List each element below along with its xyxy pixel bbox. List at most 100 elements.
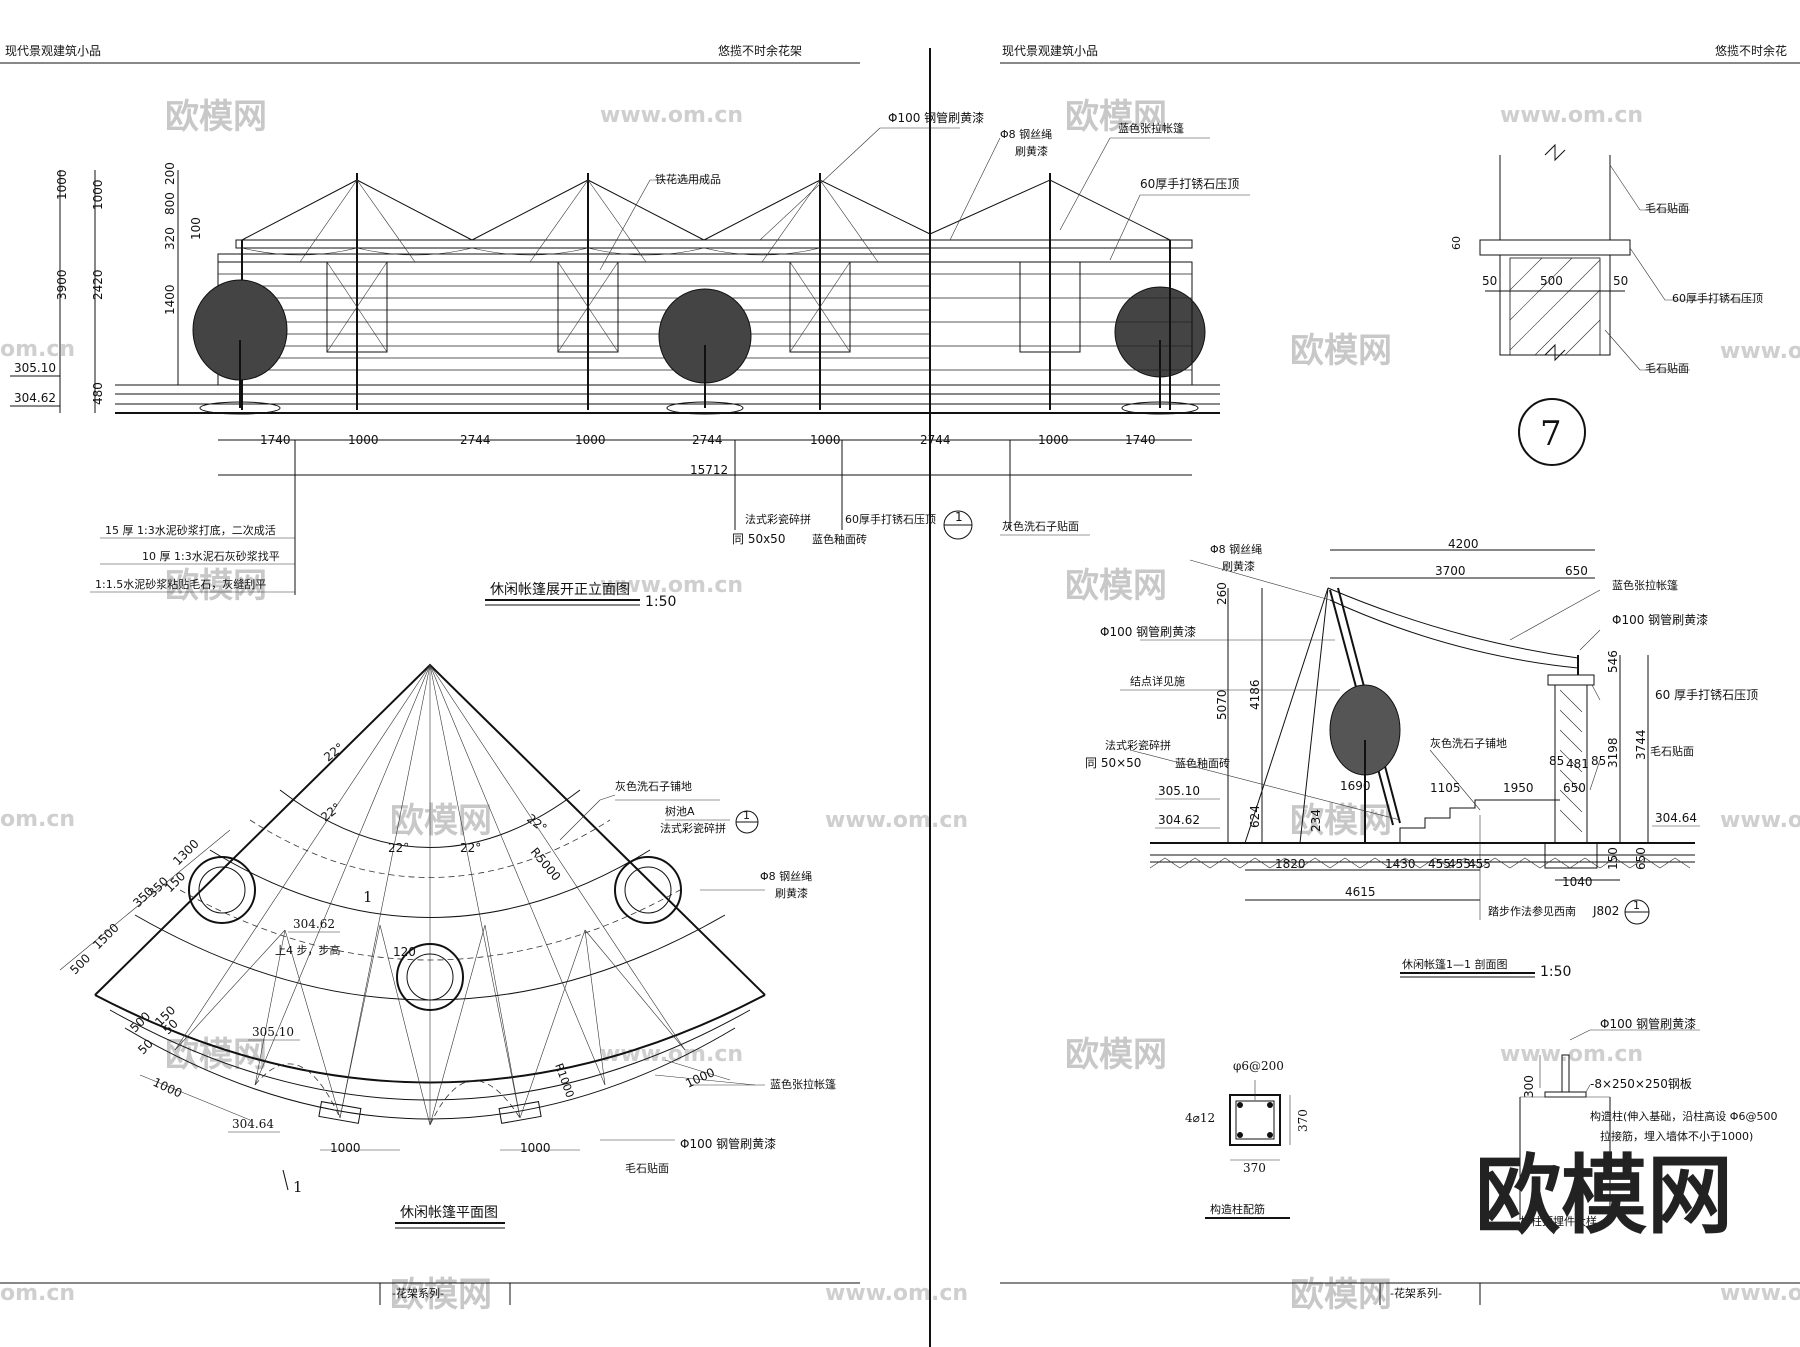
elevation-dimensions — [59, 170, 1192, 595]
dim-2420: 2420 — [91, 269, 105, 300]
plan-label-tile: 法式彩瓷碎拼 — [660, 821, 726, 835]
plan-dim-1300: 1300 — [170, 837, 201, 868]
section-dim-624: 624 — [1248, 805, 1262, 828]
column-dim-370v: 370 — [1296, 1109, 1310, 1132]
plan-drawing — [59, 663, 766, 1151]
label-iron: 铁花选用成品 — [655, 173, 721, 186]
tree-icon — [658, 288, 752, 415]
section-dim-150: 150 — [1606, 847, 1620, 870]
dim-2744: 2744 — [920, 433, 951, 447]
watermark-url: www.om.cn — [600, 1042, 743, 1067]
section-dim-1105: 1105 — [1430, 781, 1461, 795]
base-plate-drawing — [1519, 1029, 1700, 1220]
section-label-tile: 法式彩瓷碎拼 — [1105, 738, 1171, 752]
plan-dim-1000b: 1000 — [330, 1141, 361, 1155]
note-line-1: 15 厚 1:3水泥砂浆打底，二次成活 — [105, 523, 276, 537]
tree-pool-icon — [188, 856, 256, 924]
watermark-url: www.om.cn — [1720, 808, 1800, 833]
base-label-tie: 拉接筋，埋入墙体不小于1000) — [1600, 1129, 1753, 1143]
label-tile-spec: 同 50x50 — [732, 532, 785, 546]
section-title: 休闲帐篷1—1 剖面图 — [1402, 957, 1508, 971]
plan-level-305-10: 305.10 — [252, 1025, 294, 1039]
column-drawing — [1229, 1080, 1291, 1161]
watermark-url: om.cn — [0, 1281, 75, 1306]
watermark-brand: 欧模网 — [390, 801, 492, 841]
column-stirrup: φ6@200 — [1233, 1059, 1284, 1073]
section-label-pipe: Φ100 钢管刷黄漆 — [1100, 624, 1196, 639]
plan-label-paint: 刷黄漆 — [775, 886, 808, 900]
section-label-granite: 灰色洗石子铺地 — [1430, 736, 1507, 750]
angle-4: 22° — [524, 811, 549, 835]
level-305-10: 305.10 — [14, 361, 56, 375]
dim-1000: 1000 — [1038, 433, 1069, 447]
section-dim-85b: 85 — [1591, 754, 1606, 768]
section-dim-4200: 4200 — [1448, 537, 1479, 551]
section-label-rope: Φ8 钢丝绳 — [1210, 542, 1262, 556]
note-line-2: 10 厚 1:3水泥石灰砂浆找平 — [142, 549, 280, 563]
section-dim-1820: 1820 — [1275, 857, 1306, 871]
right-footer: -花架系列- — [1390, 1286, 1442, 1300]
plan-label-rope: Φ8 钢丝绳 — [760, 869, 812, 883]
label-cap: 60厚手打锈石压顶 — [1140, 177, 1239, 191]
right-header-subtitle: 悠揽不时余花 — [1715, 43, 1787, 58]
watermark-brand: 欧模网 — [1065, 1035, 1167, 1075]
dim-100: 100 — [189, 217, 203, 240]
section-label-tent: 蓝色张拉帐篷 — [1612, 578, 1678, 592]
radial-lines — [174, 664, 686, 1125]
left-header-subtitle: 悠揽不时余花架 — [718, 43, 802, 58]
watermark-url: om.cn — [0, 807, 75, 832]
left-footer: -花架系列- — [392, 1286, 444, 1300]
dim-1740: 1740 — [260, 433, 291, 447]
section-dim-650: 650 — [1565, 564, 1588, 578]
label-tile: 法式彩瓷碎拼 — [745, 512, 811, 526]
section-leaders — [1120, 559, 1601, 920]
section-label-stone: 毛石贴面 — [1650, 744, 1694, 758]
section-dim-3700: 3700 — [1435, 564, 1466, 578]
label-pipe: Φ100 钢管刷黄漆 — [888, 110, 984, 125]
label-glaze: 蓝色釉面砖 — [812, 532, 867, 546]
label-cap: 60厚手打锈石压顶 — [1672, 291, 1763, 305]
section-scale: 1:50 — [1540, 964, 1571, 980]
section-dim-481: 481 — [1566, 757, 1589, 771]
base-label-col: 构造柱(伸入基础，沿柱高设 Φ6@500 — [1590, 1109, 1777, 1123]
hatch-pattern — [1509, 257, 1601, 356]
tent-cables — [174, 924, 686, 1126]
section-dim-1430: 1430 — [1385, 857, 1416, 871]
column-dim-370h: 370 — [1243, 1161, 1266, 1175]
elevation-drawing — [115, 173, 1206, 415]
dim-320: 320 — [163, 227, 177, 250]
section-label-tile-spec: 同 50×50 — [1085, 756, 1141, 770]
brick-pattern — [218, 273, 930, 371]
section-dim-1040: 1040 — [1562, 875, 1593, 889]
watermark-url: www.om.cn — [600, 103, 743, 128]
detail-mark: 7 — [1540, 414, 1562, 454]
plan-cut-mark: 1 — [363, 888, 373, 906]
section-mark: 1 — [955, 510, 963, 524]
plan-dim-1000: 1000 — [151, 1075, 185, 1101]
plan-dim-500: 500 — [67, 951, 93, 977]
dim-480: 480 — [91, 382, 105, 405]
base-dim-300: 300 — [1522, 1075, 1536, 1098]
plan-label-steps: 上4 步，步高 — [275, 943, 341, 957]
section-dim-1950: 1950 — [1503, 781, 1534, 795]
angle-2: 22° — [388, 841, 409, 855]
watermark-url: www.om.cn — [1720, 339, 1800, 364]
plan-label-pipe: Φ100 钢管刷黄漆 — [680, 1136, 776, 1151]
label-rope-paint: 刷黄漆 — [1015, 144, 1048, 158]
watermark-brand: 欧模网 — [165, 566, 267, 606]
section-dim-3744: 3744 — [1634, 729, 1648, 760]
dim-50: 50 — [1482, 274, 1497, 288]
section-dim-260: 260 — [1215, 582, 1229, 605]
sheet-frame — [0, 48, 1800, 1347]
dim-1740: 1740 — [1125, 433, 1156, 447]
section-label-pipe2: Φ100 钢管刷黄漆 — [1612, 612, 1708, 627]
base-label-plate: -8×250×250钢板 — [1590, 1077, 1692, 1091]
watermark-url: www.om.cn — [825, 1281, 968, 1306]
label-tent: 蓝色张拉帐篷 — [1118, 121, 1184, 135]
section-level-304-64: 304.64 — [1655, 811, 1697, 825]
section-dim-4186: 4186 — [1248, 679, 1262, 710]
plan-dim-1500: 1500 — [90, 921, 121, 952]
section-dim-5070: 5070 — [1215, 689, 1229, 720]
watermark-brand: 欧模网 — [1065, 97, 1167, 137]
dim-800: 800 — [163, 192, 177, 215]
